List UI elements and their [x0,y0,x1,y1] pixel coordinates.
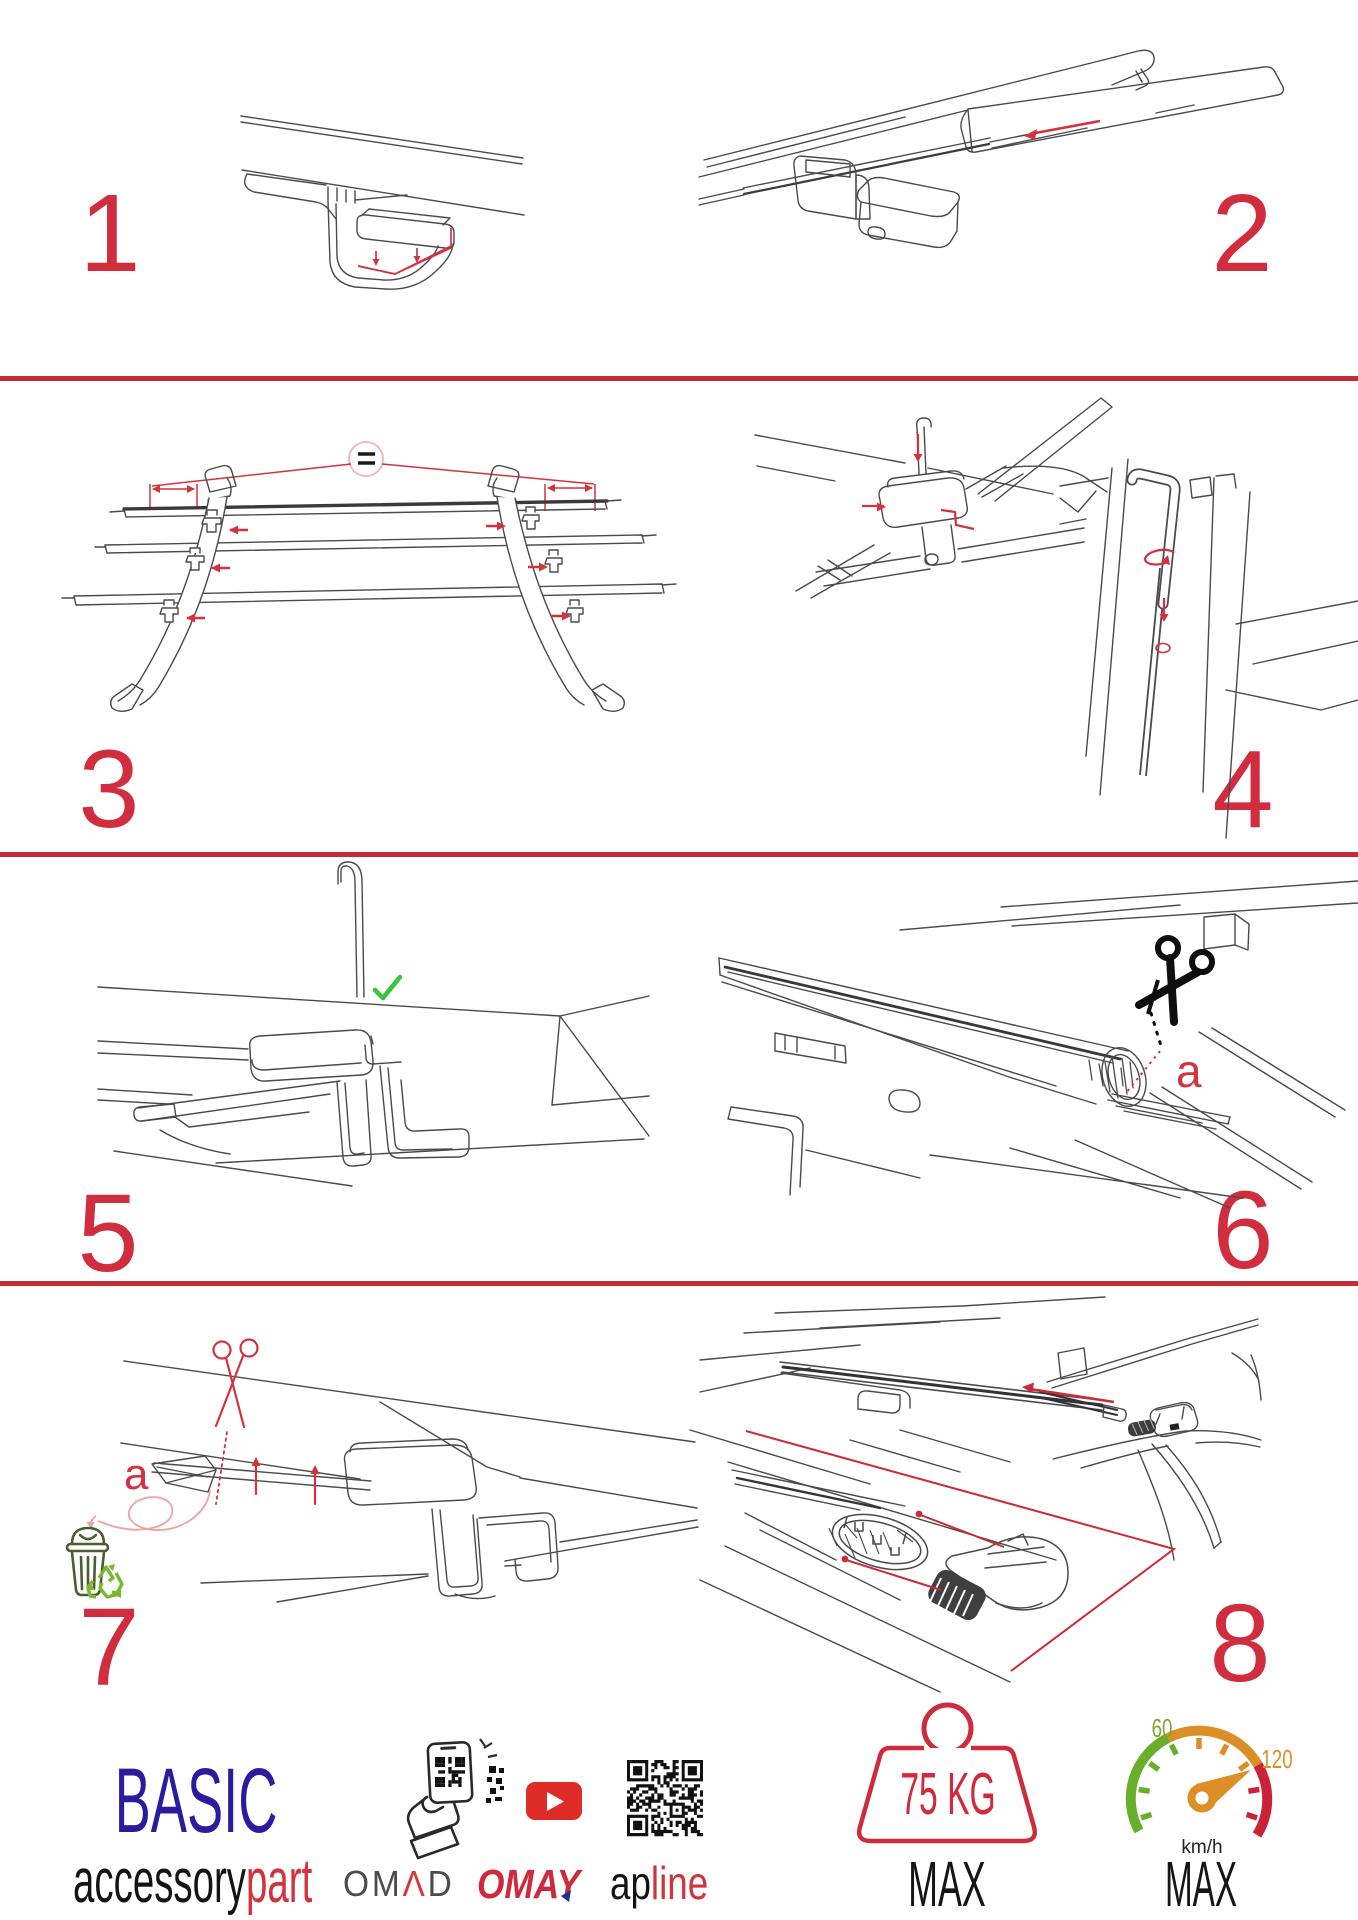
svg-text:BASIC: BASIC [115,1750,278,1852]
svg-text:OMΛD: OMΛD [343,1865,455,1904]
svg-text:3: 3 [78,728,139,851]
svg-text:accessorypart: accessorypart [73,1846,312,1916]
svg-text:120: 120 [1261,1744,1292,1774]
svg-text:75 KG: 75 KG [900,1762,995,1827]
svg-text:apline: apline [610,1857,708,1909]
svg-text:5: 5 [77,1172,138,1295]
svg-text:1: 1 [79,172,140,295]
svg-text:km/h: km/h [1181,1837,1222,1858]
svg-text:2: 2 [1211,172,1272,295]
svg-text:4: 4 [1212,728,1273,851]
svg-text:MAX: MAX [908,1848,986,1920]
svg-text:MAX: MAX [1165,1848,1237,1920]
svg-text:a: a [124,1450,149,1499]
svg-text:6: 6 [1212,1169,1273,1292]
svg-text:60: 60 [1152,1713,1173,1743]
svg-text:a: a [1176,1045,1202,1097]
svg-text:8: 8 [1209,1582,1270,1705]
svg-text:OMAY: OMAY [477,1862,583,1908]
svg-text:7: 7 [78,1586,139,1709]
